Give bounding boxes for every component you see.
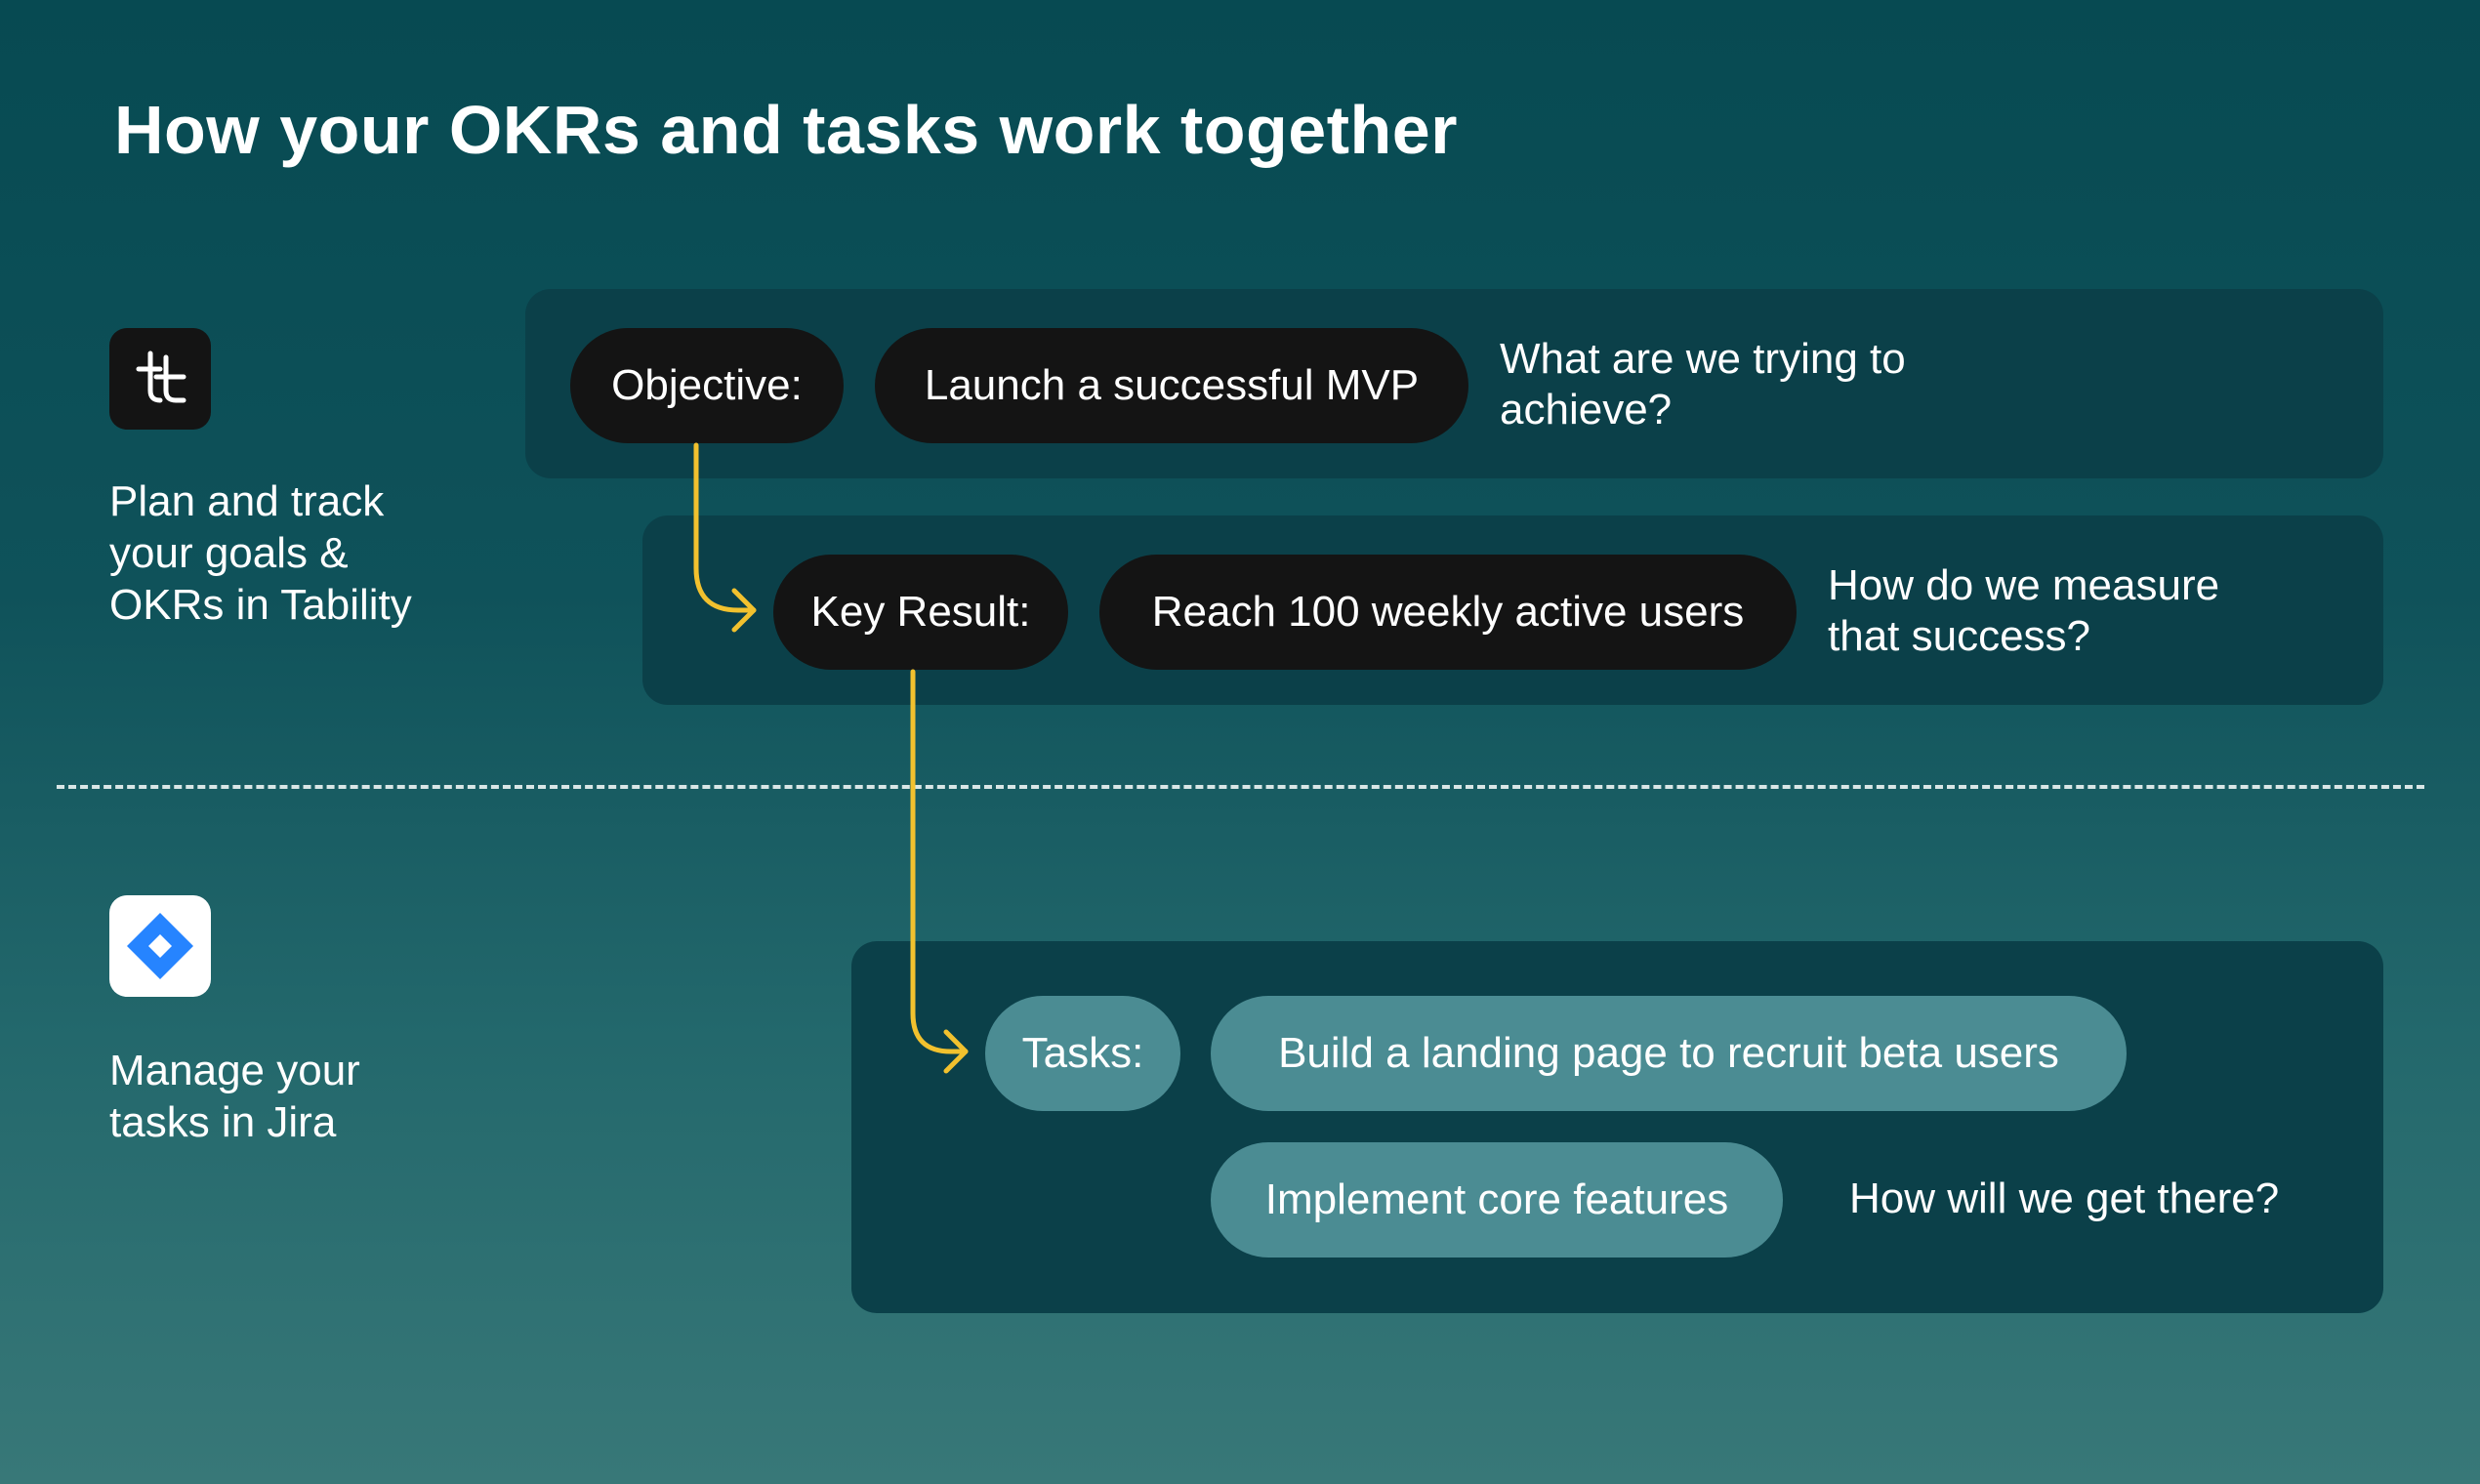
objective-value-pill: Launch a successful MVP (875, 328, 1468, 443)
key-result-label-pill: Key Result: (773, 555, 1068, 670)
tasks-question: How will we get there? (1849, 1175, 2280, 1222)
key-result-question: How do we measure that success? (1828, 560, 2219, 662)
task-pill: Build a landing page to recruit beta use… (1211, 996, 2127, 1111)
objective-label-pill: Objective: (570, 328, 844, 443)
objective-question-line: achieve? (1500, 386, 1673, 433)
task-pill: Implement core features (1211, 1142, 1783, 1257)
key-result-value-pill: Reach 100 weekly active users (1099, 555, 1797, 670)
key-result-question-line: that success? (1828, 612, 2091, 660)
section-divider (57, 785, 2424, 789)
jira-label: Manage your tasks in Jira (109, 1045, 360, 1148)
jira-label-line: tasks in Jira (109, 1098, 337, 1146)
page-title: How your OKRs and tasks work together (114, 92, 1458, 168)
objective-question-line: What are we trying to (1500, 335, 1906, 383)
jira-logo-icon (109, 895, 211, 997)
tability-label: Plan and track your goals & OKRs in Tabi… (109, 475, 412, 631)
key-result-question-line: How do we measure (1828, 561, 2220, 609)
objective-question: What are we trying to achieve? (1500, 334, 1906, 435)
tability-logo-icon (109, 328, 211, 430)
tability-label-line: OKRs in Tability (109, 581, 412, 629)
tability-label-line: Plan and track (109, 477, 385, 525)
tability-label-line: your goals & (109, 529, 349, 577)
jira-label-line: Manage your (109, 1047, 360, 1094)
tasks-label-pill: Tasks: (985, 996, 1180, 1111)
